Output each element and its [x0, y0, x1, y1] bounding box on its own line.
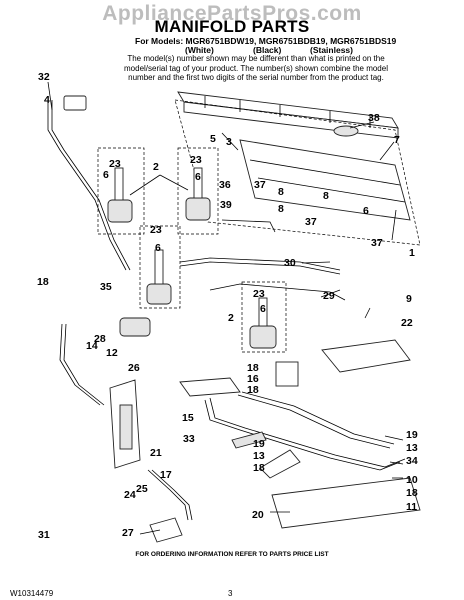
callout: 24 — [124, 489, 136, 501]
callout: 17 — [160, 469, 172, 481]
callout: 6 — [363, 205, 369, 217]
callouts: 32 4 38 7 5 3 23 6 2 23 6 36 37 8 8 39 8… — [37, 71, 418, 541]
note-line: The model(s) number shown may be differe… — [127, 54, 385, 63]
callout: 15 — [182, 412, 194, 424]
callout: 6 — [103, 169, 109, 181]
callout: 14 — [86, 340, 98, 352]
callout: 9 — [406, 293, 412, 305]
callout: 35 — [100, 281, 112, 293]
callout: 25 — [136, 483, 148, 495]
callout: 1 — [409, 247, 415, 259]
callout: 16 — [247, 373, 259, 385]
regulator — [59, 95, 151, 406]
heat-shield — [271, 339, 421, 529]
callout: 19 — [253, 438, 265, 450]
page-title: MANIFOLD PARTS — [154, 17, 310, 36]
manifold-pipe — [177, 91, 399, 139]
callout: 27 — [122, 527, 134, 539]
callout: 8 — [278, 203, 284, 215]
grommet-part-38 — [333, 125, 359, 137]
callout: 8 — [278, 186, 284, 198]
callout: 11 — [406, 501, 417, 513]
callout: 8 — [323, 190, 329, 202]
callout: 31 — [38, 529, 50, 541]
callout: 10 — [406, 474, 418, 486]
models-line: For Models: MGR6751BDW19, MGR6751BDB19, … — [135, 36, 397, 46]
callout: 4 — [44, 94, 50, 106]
callout: 3 — [226, 136, 232, 148]
callout: 18 — [247, 362, 259, 374]
callout: 26 — [128, 362, 140, 374]
callout: 37 — [371, 237, 383, 249]
callout: 2 — [153, 161, 159, 173]
model-note: The model(s) number shown may be differe… — [118, 54, 394, 83]
callout: 18 — [37, 276, 49, 288]
page-number: 3 — [228, 589, 233, 598]
callout: 6 — [260, 303, 266, 315]
callout: 36 — [219, 179, 231, 191]
callout: 2 — [228, 312, 234, 324]
valve-bracket — [109, 379, 193, 543]
callout: 28 — [94, 333, 106, 345]
callout: 13 — [406, 442, 418, 454]
callout: 23 — [253, 288, 265, 300]
callout: 29 — [323, 290, 335, 302]
callout: 23 — [109, 158, 121, 170]
callout: 6 — [195, 171, 201, 183]
callout: 18 — [247, 384, 259, 396]
variant-stainless: (Stainless) — [310, 45, 353, 55]
callout: 23 — [150, 224, 162, 236]
callout: 30 — [284, 257, 296, 269]
callout: 34 — [406, 455, 418, 467]
callout: 22 — [401, 317, 413, 329]
callout: 19 — [406, 429, 418, 441]
valve-assembly — [97, 147, 287, 353]
bake-burner — [179, 361, 406, 479]
callout: 37 — [254, 179, 266, 191]
callout: 13 — [253, 450, 265, 462]
callout: 18 — [406, 487, 418, 499]
callout: 7 — [394, 134, 400, 146]
variant-black: (Black) — [253, 45, 282, 55]
watermark: AppliancePartsPros.com — [102, 2, 362, 25]
note-line: model/serial tag of your product. The nu… — [124, 63, 388, 73]
document-part-number: W10314479 — [10, 589, 54, 598]
callout: 18 — [253, 462, 265, 474]
callout: 21 — [150, 447, 162, 459]
callout: 39 — [220, 199, 232, 211]
note-line: number and the first two digits of the s… — [128, 73, 384, 83]
leader-lines — [47, 81, 404, 535]
callout: 33 — [183, 433, 195, 445]
callout: 6 — [155, 242, 161, 254]
variant-white: (White) — [185, 45, 214, 55]
callout: 5 — [210, 133, 216, 145]
callout: 20 — [252, 509, 264, 521]
gas-tubes — [47, 100, 346, 301]
callout: 32 — [38, 71, 50, 83]
callout: 12 — [106, 347, 118, 359]
callout: 23 — [190, 154, 202, 166]
callout: 38 — [368, 112, 380, 124]
ordering-footer: FOR ORDERING INFORMATION REFER TO PARTS … — [135, 551, 329, 558]
callout: 37 — [305, 216, 317, 228]
